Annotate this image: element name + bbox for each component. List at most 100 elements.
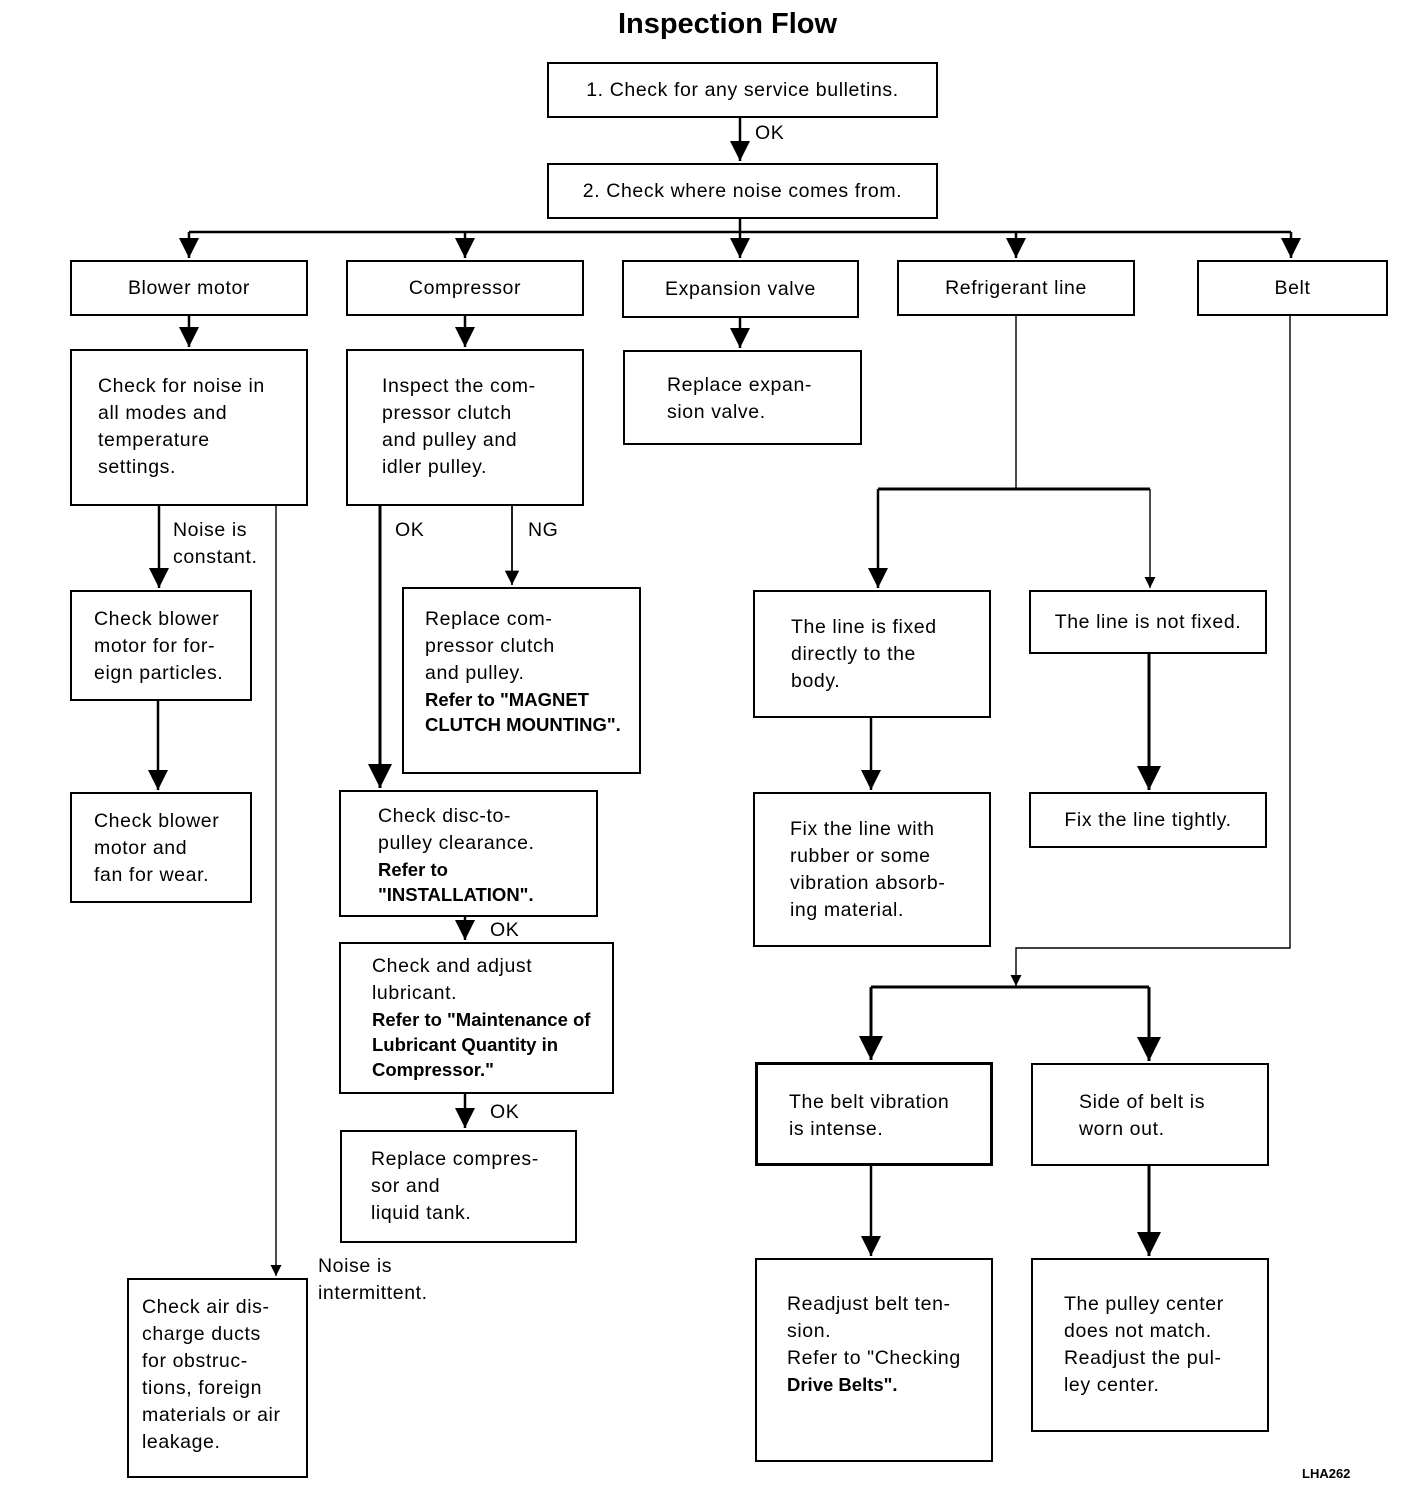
- text-line: Check and adjust: [372, 955, 533, 977]
- source-compressor: Compressor: [346, 260, 584, 316]
- text-line: Check disc-to-: [378, 805, 512, 827]
- diagram-title: Inspection Flow: [617, 8, 838, 40]
- text-line: Noise is: [318, 1255, 393, 1277]
- text-line: pressor clutch: [425, 635, 555, 657]
- text-line: ley center.: [1064, 1374, 1160, 1396]
- noise-intermittent-label: Noise is intermittent.: [318, 1253, 428, 1307]
- text-line: motor for for-: [94, 635, 216, 657]
- text-line: The line is fixed: [791, 616, 937, 638]
- text-line: Noise is: [173, 519, 248, 541]
- text-line: charge ducts: [142, 1323, 261, 1345]
- blower-foreign-particles-box: Check blower motor for for- eign particl…: [70, 590, 252, 701]
- source-refrigerant-line: Refrigerant line: [897, 260, 1135, 316]
- text-line: sion.: [787, 1320, 832, 1342]
- text-line: liquid tank.: [371, 1202, 472, 1224]
- compressor-lubricant-box: Check and adjust lubricant. Refer to "Ma…: [339, 942, 614, 1094]
- ok-label-inspect: OK: [395, 519, 425, 541]
- source-expansion-valve-label: Expansion valve: [664, 277, 816, 300]
- text-line: Check for noise in: [98, 375, 265, 397]
- text-line: directly to the: [791, 643, 916, 665]
- text-line: Check air dis-: [142, 1296, 270, 1318]
- text-line: temperature: [98, 429, 210, 451]
- blower-fan-wear-box: Check blower motor and fan for wear.: [70, 792, 252, 903]
- reference-text: "INSTALLATION".: [378, 884, 534, 905]
- blower-air-ducts-box: Check air dis- charge ducts for obstruc-…: [127, 1278, 308, 1478]
- compressor-disc-clearance-box: Check disc-to- pulley clearance. Refer t…: [339, 790, 598, 917]
- text-line: rubber or some: [790, 845, 931, 867]
- text-line: for obstruc-: [142, 1350, 248, 1372]
- text-line: body.: [791, 670, 841, 692]
- text-line: ing material.: [790, 899, 905, 921]
- text-line: Replace com-: [425, 608, 553, 630]
- blower-check-noise-box: Check for noise in all modes and tempera…: [70, 349, 308, 506]
- refrigerant-fix-rubber-box: Fix the line with rubber or some vibrati…: [753, 792, 991, 947]
- reference-text: Drive Belts".: [787, 1374, 898, 1395]
- noise-constant-label: Noise is constant.: [173, 517, 258, 571]
- reference-text: Lubricant Quantity in: [372, 1034, 559, 1055]
- text-line: sor and: [371, 1175, 441, 1197]
- figure-code: LHA262: [1302, 1466, 1351, 1481]
- text-line: The line is not fixed.: [1054, 610, 1242, 633]
- text-line: sion valve.: [667, 401, 766, 423]
- step2-text: 2. Check where noise comes from.: [582, 179, 903, 202]
- reference-text: Refer to: [378, 859, 448, 880]
- refrigerant-not-fixed-box: The line is not fixed.: [1029, 590, 1267, 654]
- source-compressor-label: Compressor: [408, 276, 522, 299]
- source-blower-motor-label: Blower motor: [127, 276, 251, 299]
- source-expansion-valve: Expansion valve: [622, 260, 859, 318]
- reference-text: Compressor.": [372, 1059, 494, 1080]
- text-line: settings.: [98, 456, 177, 478]
- step1-text: 1. Check for any service bulletins.: [586, 78, 899, 101]
- belt-route: [1010, 316, 1291, 986]
- compressor-replace-clutch-box: Replace com- pressor clutch and pulley. …: [402, 587, 641, 774]
- text-line: all modes and: [98, 402, 228, 424]
- text-line: is intense.: [789, 1118, 884, 1140]
- reference-text: Refer to "Maintenance of: [372, 1009, 591, 1030]
- compressor-inspect-box: Inspect the com- pressor clutch and pull…: [346, 349, 584, 506]
- text-line: does not match.: [1064, 1320, 1212, 1342]
- refrigerant-fixed-box: The line is fixed directly to the body.: [753, 590, 991, 718]
- belt-readjust-tension-box: Readjust belt ten- sion. Refer to "Check…: [755, 1258, 993, 1462]
- text-line: tions, foreign: [142, 1377, 263, 1399]
- compressor-replace-box: Replace compres- sor and liquid tank.: [340, 1130, 577, 1243]
- text-line: intermittent.: [318, 1282, 428, 1304]
- text-line: fan for wear.: [94, 864, 210, 886]
- text-line: Readjust belt ten-: [787, 1293, 951, 1315]
- text-line: Refer to "Checking: [787, 1347, 961, 1369]
- text-line: vibration absorb-: [790, 872, 946, 894]
- step2-box: 2. Check where noise comes from.: [547, 163, 938, 219]
- text-line: Fix the line tightly.: [1064, 808, 1232, 831]
- refrigerant-fix-tightly-box: Fix the line tightly.: [1029, 792, 1267, 848]
- text-line: The belt vibration: [789, 1091, 950, 1113]
- text-line: Replace compres-: [371, 1148, 539, 1170]
- ng-label-inspect: NG: [528, 519, 559, 541]
- source-refrigerant-line-label: Refrigerant line: [945, 276, 1087, 299]
- text-line: lubricant.: [372, 982, 458, 1004]
- text-line: Readjust the pul-: [1064, 1347, 1222, 1369]
- text-line: Check blower: [94, 608, 220, 630]
- text-line: and pulley and: [382, 429, 518, 451]
- text-line: pulley clearance.: [378, 832, 535, 854]
- ok-label-lubricant: OK: [490, 1101, 520, 1123]
- text-line: Inspect the com-: [382, 375, 536, 397]
- reference-text: CLUTCH MOUNTING".: [425, 714, 621, 735]
- text-line: pressor clutch: [382, 402, 512, 424]
- text-line: Fix the line with: [790, 818, 935, 840]
- text-line: idler pulley.: [382, 456, 487, 478]
- belt-pulley-center-box: The pulley center does not match. Readju…: [1031, 1258, 1269, 1432]
- source-belt-label: Belt: [1274, 276, 1311, 299]
- ok-label-step1: OK: [755, 122, 785, 144]
- text-line: motor and: [94, 837, 188, 859]
- text-line: Replace expan-: [667, 374, 812, 396]
- belt-vibration-box: The belt vibration is intense.: [755, 1062, 993, 1166]
- ok-label-disc: OK: [490, 919, 520, 941]
- text-line: Side of belt is: [1079, 1091, 1206, 1113]
- text-line: materials or air: [142, 1404, 281, 1426]
- text-line: leakage.: [142, 1431, 221, 1453]
- expansion-replace-box: Replace expan- sion valve.: [623, 350, 862, 445]
- step1-box: 1. Check for any service bulletins.: [547, 62, 938, 118]
- reference-text: Refer to "MAGNET: [425, 689, 589, 710]
- text-line: The pulley center: [1064, 1293, 1224, 1315]
- text-line: eign particles.: [94, 662, 224, 684]
